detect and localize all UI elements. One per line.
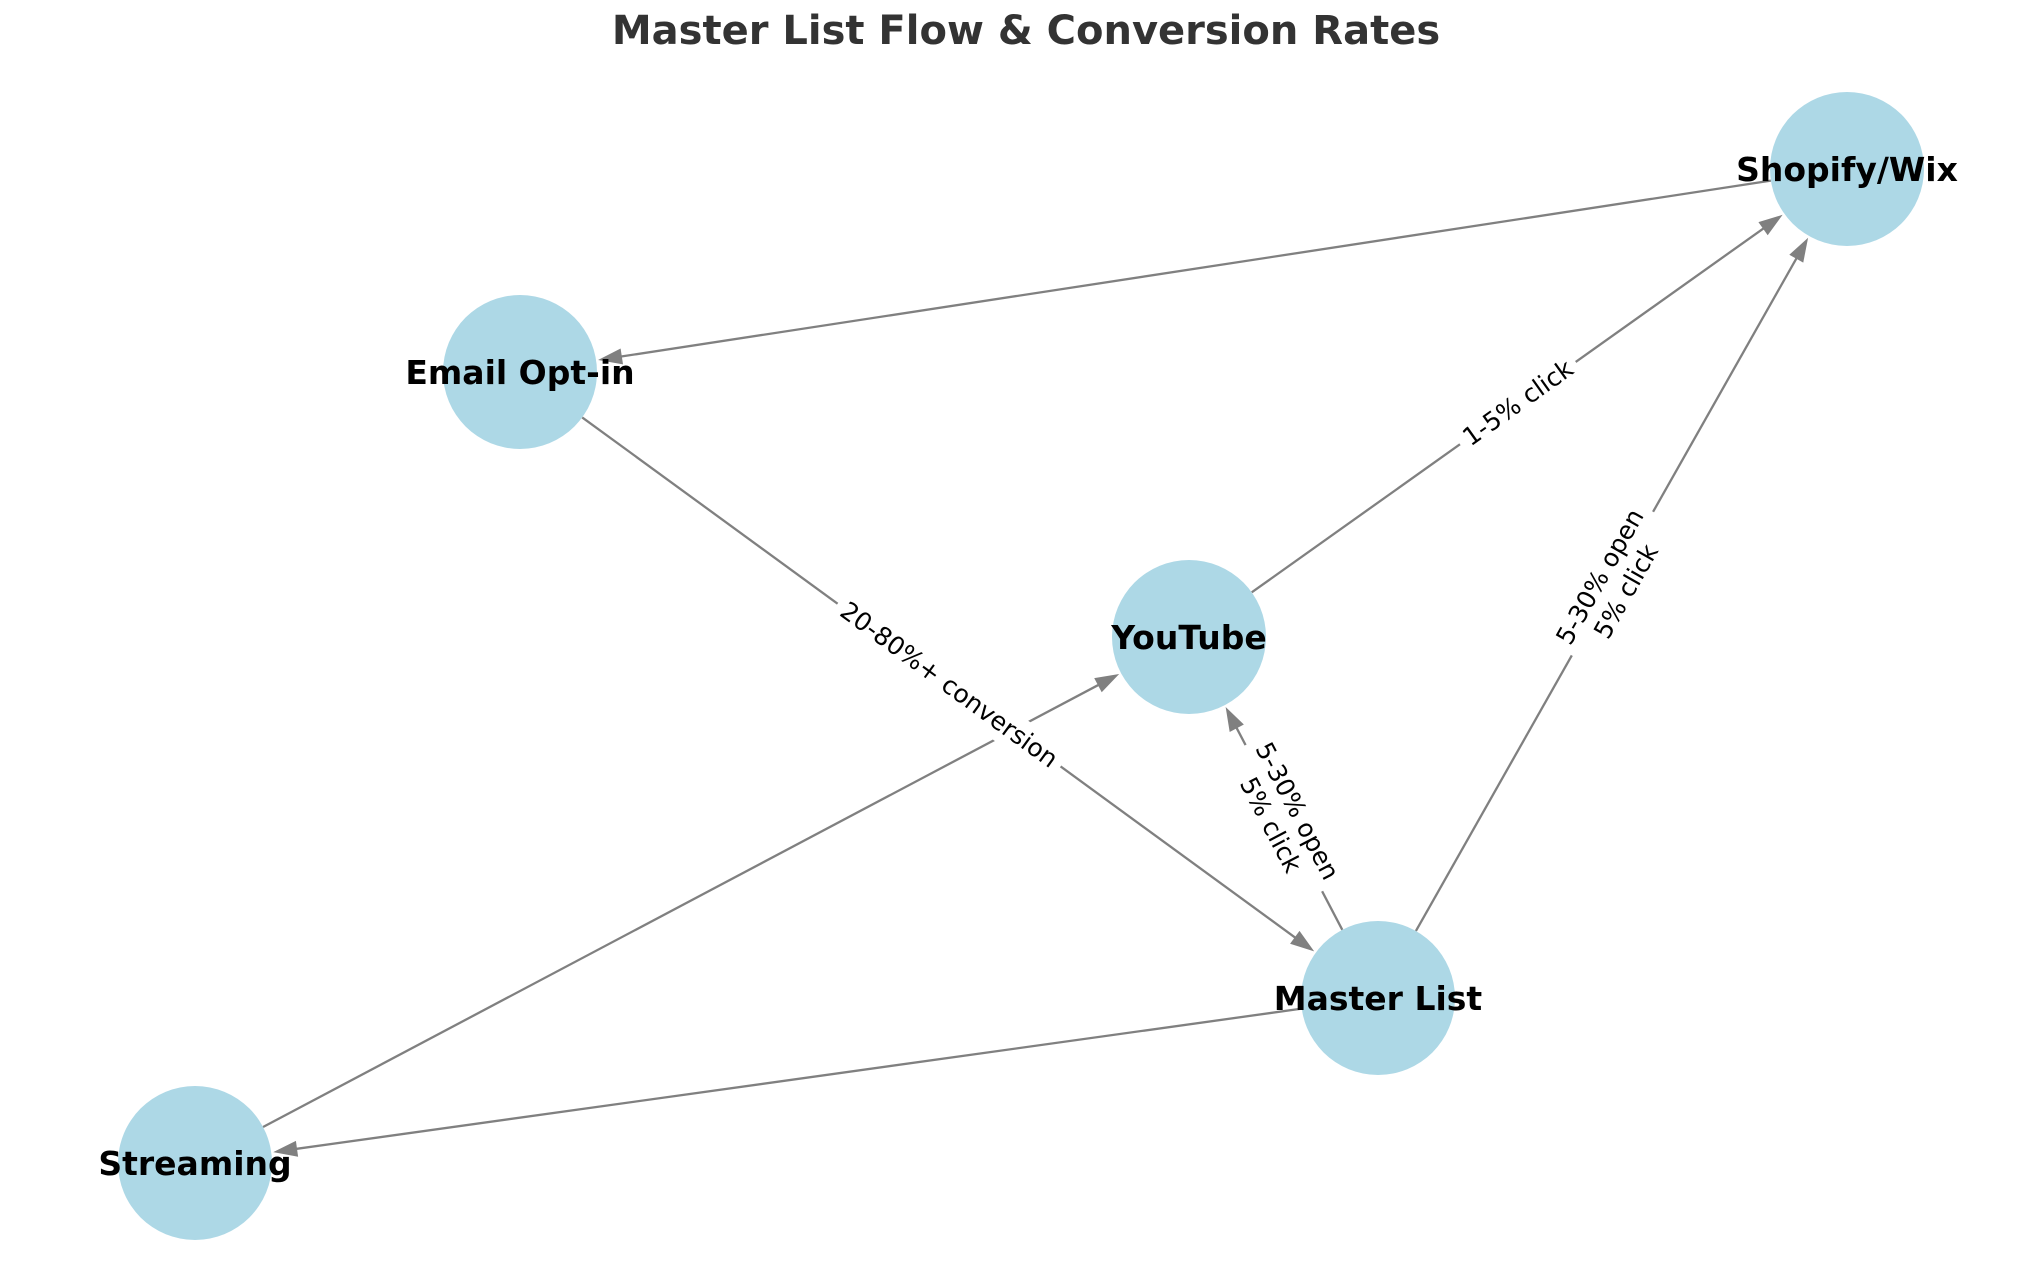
arrowhead-icon xyxy=(1758,214,1783,236)
arrowhead-icon xyxy=(598,348,624,365)
node-master-list: Master List xyxy=(1274,921,1482,1075)
edge-line-master_list-streaming xyxy=(292,1007,1302,1151)
node-label-email-opt-in: Email Opt-in xyxy=(405,352,635,392)
node-label-shopify-wix: Shopify/Wix xyxy=(1736,149,1958,189)
edge-line-streaming-youtube xyxy=(262,682,1103,1129)
node-youtube: YouTube xyxy=(1111,560,1267,714)
node-streaming: Streaming xyxy=(98,1086,292,1240)
page-title: Master List Flow & Conversion Rates xyxy=(611,8,1441,54)
arrowhead-icon xyxy=(1094,673,1120,693)
node-label-streaming: Streaming xyxy=(98,1143,292,1183)
arrowhead-icon xyxy=(1290,930,1315,952)
node-email-opt-in: Email Opt-in xyxy=(405,295,635,449)
edge-line-shopify_wix-email_opt_in xyxy=(617,179,1772,359)
arrowhead-icon xyxy=(1225,706,1244,732)
node-label-master-list: Master List xyxy=(1273,978,1483,1018)
arrowhead-icon xyxy=(1789,237,1809,263)
node-label-youtube: YouTube xyxy=(1111,617,1267,657)
node-shopify-wix: Shopify/Wix xyxy=(1736,92,1958,246)
arrowhead-icon xyxy=(273,1140,299,1157)
